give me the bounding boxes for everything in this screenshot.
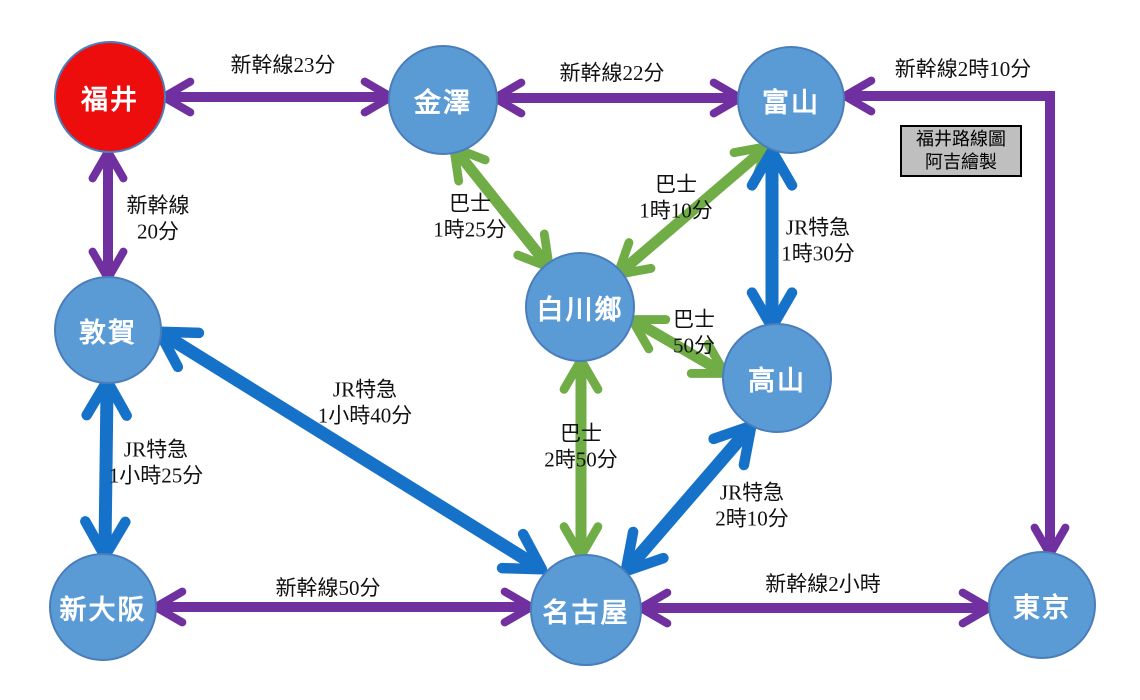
edge-tsuruga-nagoya (153, 326, 548, 575)
edge-label-shin-osaka-nagoya: 新幹線50分 (275, 576, 381, 601)
node-tsuruga: 敦賀 (54, 276, 162, 384)
legend-box: 福井路線圖 阿吉繪製 (900, 125, 1022, 177)
node-fukui: 福井 (54, 41, 166, 153)
edge-toyama-shirakawago (613, 142, 772, 279)
node-shin-osaka: 新大阪 (49, 553, 157, 661)
edge-label-kanazawa-toyama: 新幹線22分 (559, 61, 665, 86)
edge-kanazawa-shirakawago (449, 143, 554, 272)
node-nagoya: 名古屋 (530, 554, 642, 666)
legend-title: 福井路線圖 (916, 128, 1006, 149)
edge-takayama-nagoya (620, 420, 757, 577)
edge-tsuruga-shin-osaka (80, 375, 132, 562)
edge-toyama-tokyo (840, 76, 1070, 559)
node-toyama: 富山 (737, 46, 845, 154)
edge-label-nagoya-tokyo: 新幹線2小時 (765, 572, 881, 597)
node-takayama: 高山 (722, 323, 832, 433)
edge-label-fukui-kanazawa: 新幹線23分 (230, 53, 336, 78)
edge-shirakawago-takayama (627, 315, 730, 378)
legend-credit: 阿吉繪製 (925, 152, 997, 172)
node-tokyo: 東京 (988, 551, 1096, 659)
node-kanazawa: 金澤 (388, 45, 498, 155)
node-shirakawago: 白川鄉 (525, 252, 635, 362)
edge-label-toyama-tokyo: 新幹線2時10分 (894, 57, 1032, 82)
